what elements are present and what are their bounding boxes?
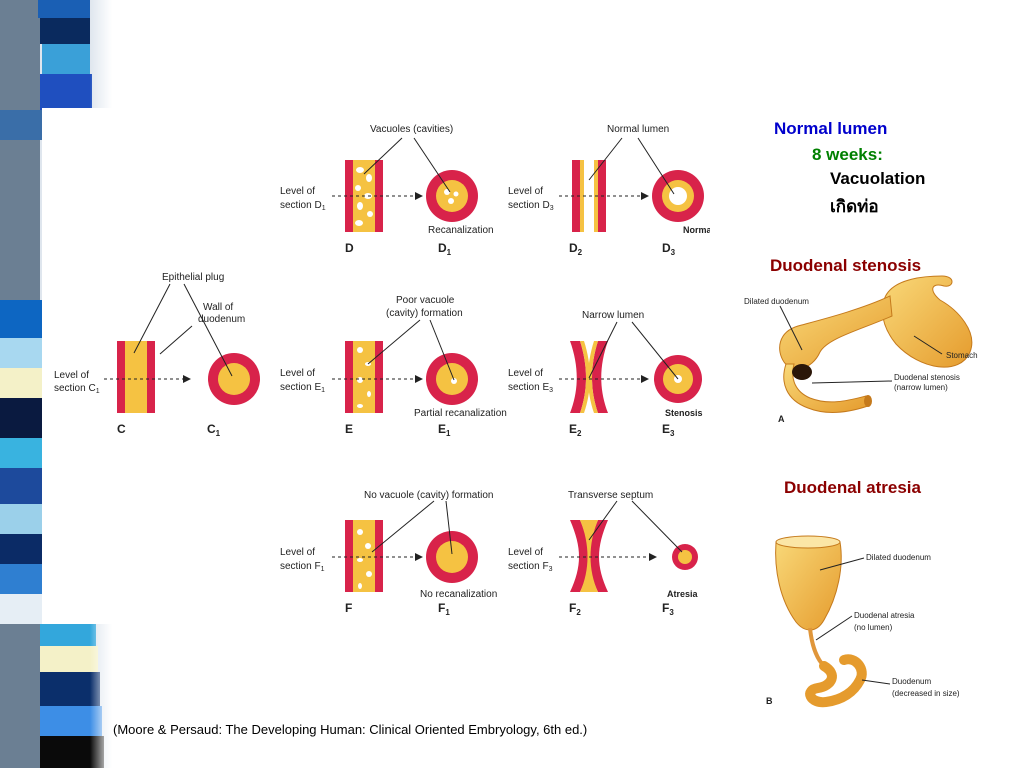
label-section-e3: section E3: [508, 382, 553, 394]
figure-citation: (Moore & Persaud: The Developing Human: …: [113, 722, 588, 737]
label-stomach: Stomach: [946, 351, 978, 360]
letter-e1: E1: [438, 422, 451, 438]
label-level-d3: Level of: [508, 186, 543, 197]
label-normal-lumen: Normal lumen: [607, 124, 669, 135]
row-d: [332, 137, 704, 232]
label-stenosis-1: Duodenal stenosis: [894, 373, 960, 382]
section-d1: [426, 170, 478, 222]
letter-f3: F3: [662, 601, 674, 617]
heading-duodenal-atresia: Duodenal atresia: [784, 478, 921, 497]
heading-duodenal-stenosis: Duodenal stenosis: [770, 256, 922, 275]
heading-normal-lumen: Normal lumen: [774, 119, 888, 138]
label-section-f1: section F1: [280, 561, 325, 573]
label-section-d1: section D1: [280, 200, 326, 212]
section-f3: [672, 544, 698, 570]
label-atresia: Atresia: [667, 589, 699, 599]
label-atresia-2: (no lumen): [854, 623, 893, 632]
label-level-f3: Level of: [508, 547, 543, 558]
label-level-e1: Level of: [280, 368, 315, 379]
label-recanalization: Recanalization: [428, 225, 494, 236]
label-stenosis: Stenosis: [665, 408, 703, 418]
letter-f1: F1: [438, 601, 450, 617]
section-d3: [652, 170, 704, 222]
label-epithelial-plug: Epithelial plug: [162, 272, 224, 283]
letter-e3: E3: [662, 422, 675, 438]
label-no-recanalization: No recanalization: [420, 589, 497, 600]
label-vacuoles: Vacuoles (cavities): [370, 124, 453, 135]
atresia-cord: [808, 627, 826, 668]
label-section-c1: section C1: [54, 383, 100, 395]
label-dilated-duodenum-b: Dilated duodenum: [866, 553, 931, 562]
tube-f2-septum: [570, 520, 608, 592]
letter-e: E: [345, 422, 353, 436]
label-duodenum-1: Duodenum: [892, 677, 931, 686]
label-wall-1: Wall of: [203, 302, 233, 313]
label-level-d1: Level of: [280, 186, 315, 197]
label-partial-recanalization: Partial recanalization: [414, 408, 507, 419]
label-atresia-1: Duodenal atresia: [854, 611, 915, 620]
label-level-f1: Level of: [280, 547, 315, 558]
letter-d2: D2: [569, 241, 583, 257]
letter-e2: E2: [569, 422, 582, 438]
figure-b-atresia: [775, 535, 867, 708]
small-duodenum: [805, 654, 867, 708]
label-section-f3: section F3: [508, 561, 553, 573]
section-e1: [426, 353, 478, 405]
tube-c-plug: [117, 341, 155, 413]
label-section-e1: section E1: [280, 382, 325, 394]
label-poor-vacuole-2: (cavity) formation: [386, 308, 463, 319]
heading-8-weeks: 8 weeks:: [812, 145, 883, 164]
label-duodenum-2: (decreased in size): [892, 689, 960, 698]
stenosis-atresia-illustrations: Dilated duodenum Stomach Duodenal stenos…: [744, 275, 978, 708]
letter-d3: D3: [662, 241, 676, 257]
label-fig-a: A: [778, 414, 785, 424]
label-dilated-duodenum-a: Dilated duodenum: [744, 297, 809, 306]
label-poor-vacuole-1: Poor vacuole: [396, 295, 455, 306]
label-level-e3: Level of: [508, 368, 543, 379]
label-section-d3: section D3: [508, 200, 554, 212]
letter-f2: F2: [569, 601, 581, 617]
letter-c1: C1: [207, 422, 221, 438]
tube-f-no-vacuole: [345, 520, 383, 592]
section-c1: [208, 353, 260, 405]
letter-d1: D1: [438, 241, 452, 257]
figure-a-stenosis: [779, 275, 973, 413]
dilated-duodenum-b: [775, 537, 842, 631]
tube-e2-narrow: [570, 341, 608, 413]
row-e: [332, 319, 702, 413]
label-wall-2: duodenum: [198, 314, 245, 325]
stomach-shape: [881, 275, 973, 368]
row-c: [104, 283, 260, 413]
heading-thai: เกิดท่อ: [830, 197, 879, 217]
dilated-duodenum-a: [779, 295, 893, 370]
label-normal: Normal: [683, 225, 710, 235]
row-f: [332, 500, 698, 592]
heading-vacuolation: Vacuolation: [830, 169, 926, 188]
label-narrow-lumen: Narrow lumen: [582, 310, 644, 321]
section-f1: [426, 531, 478, 583]
letter-f: F: [345, 601, 352, 615]
label-stenosis-2: (narrow lumen): [894, 383, 948, 392]
label-transverse-septum: Transverse septum: [568, 490, 653, 501]
tube-e-poor-vacuole: [345, 341, 383, 413]
label-level-c1: Level of: [54, 370, 89, 381]
duodenum-development-diagram: Vacuoles (cavities) Normal lumen Level o…: [42, 108, 710, 624]
letter-c: C: [117, 422, 126, 436]
label-no-vacuole: No vacuole (cavity) formation: [364, 490, 494, 501]
label-fig-b: B: [766, 696, 773, 706]
letter-d: D: [345, 241, 354, 255]
